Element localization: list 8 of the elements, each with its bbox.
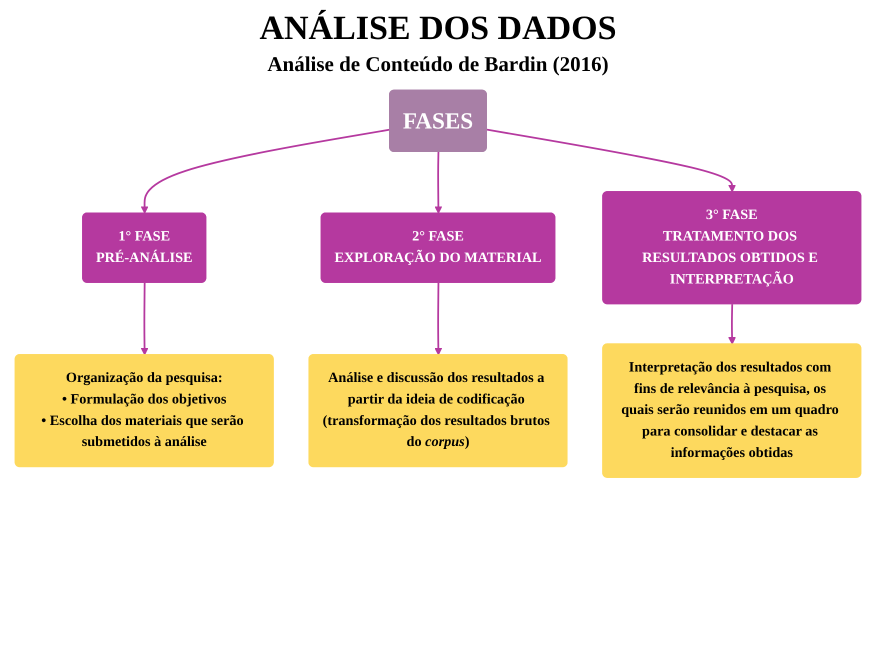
arrow xyxy=(728,304,736,345)
arrow xyxy=(140,282,148,356)
arrow xyxy=(434,282,442,356)
subtitle: Análise de Conteúdo de Bardin (2016) xyxy=(266,52,610,77)
diagram-title: ANÁLISE DOS DADOS xyxy=(258,10,618,48)
arrow xyxy=(434,152,442,214)
arrow xyxy=(140,128,390,214)
arrow xyxy=(486,128,736,192)
